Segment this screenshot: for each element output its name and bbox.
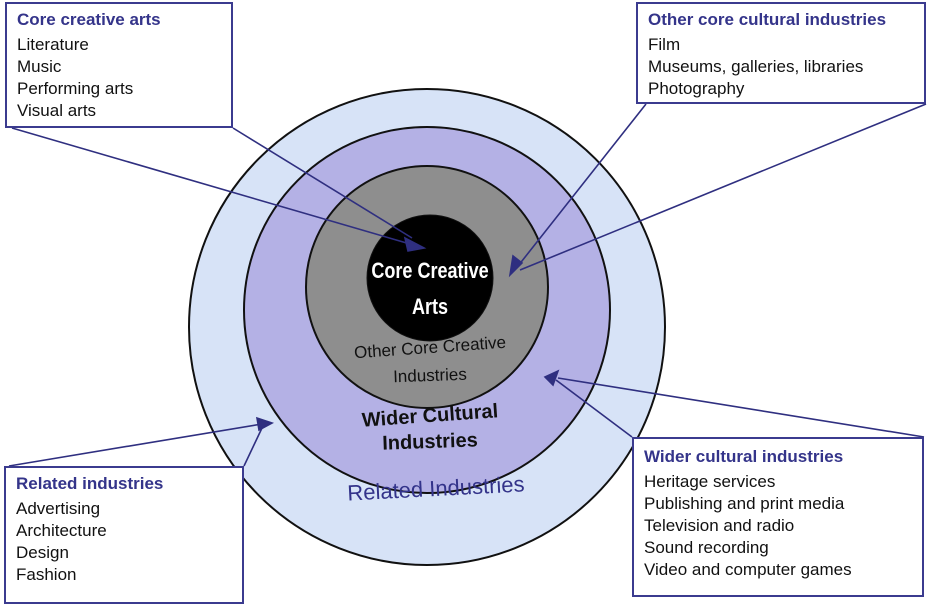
connector-wider-cultural-2 — [557, 377, 925, 438]
core-creative-arts-box: Core creative arts Literature Music Perf… — [5, 2, 233, 128]
related-industries-list: Advertising Architecture Design Fashion — [16, 498, 242, 586]
connector-other-core-cultural — [517, 103, 647, 267]
list-item: Advertising — [16, 499, 101, 518]
list-item: Publishing and print media — [644, 494, 845, 513]
list-item: Television and radio — [644, 516, 795, 535]
list-item: Museums, galleries, libraries — [648, 57, 864, 76]
connector-core-creative-arts-arrow — [403, 236, 427, 252]
connector-core-creative-arts-2 — [232, 127, 413, 239]
list-item: Photography — [648, 79, 745, 98]
connector-other-core-cultural-2 — [519, 103, 927, 271]
list-item: Film — [648, 35, 681, 54]
wider-cultural-industries-list: Heritage services Publishing and print m… — [644, 471, 922, 581]
connector-related-industries-arrow — [255, 416, 275, 432]
list-item: Video and computer games — [644, 560, 852, 579]
other-core-cultural-industries-box: Other core cultural industries Film Muse… — [636, 2, 926, 104]
other-core-cultural-industries-title: Other core cultural industries — [648, 10, 887, 29]
wider-cultural-industries-title: Wider cultural industries — [644, 447, 844, 466]
list-item: Sound recording — [644, 538, 769, 557]
related-industries-box: Related industries Advertising Architect… — [4, 466, 244, 604]
other-core-creative-industries-label-line2: Industries — [393, 365, 467, 387]
core-creative-arts-label-line1: Core Creative — [371, 259, 488, 283]
connector-related-industries-2 — [243, 427, 263, 467]
list-item: Design — [16, 543, 69, 562]
core-creative-arts-label-line2: Arts — [412, 295, 448, 319]
connector-wider-cultural-arrow — [543, 369, 560, 387]
core-creative-arts-list: Literature Music Performing arts Visual … — [17, 34, 231, 122]
list-item: Fashion — [16, 565, 77, 584]
list-item: Literature — [17, 35, 89, 54]
list-item: Performing arts — [17, 79, 134, 98]
wider-cultural-industries-label-line2: Industries — [382, 429, 478, 454]
related-industries-title: Related industries — [16, 474, 164, 493]
list-item: Architecture — [16, 521, 107, 540]
core-creative-arts-title: Core creative arts — [17, 10, 161, 29]
connector-wider-cultural — [555, 379, 633, 438]
wider-cultural-industries-box: Wider cultural industries Heritage servi… — [632, 437, 924, 597]
connector-other-core-cultural-arrow — [508, 254, 524, 278]
list-item: Heritage services — [644, 472, 776, 491]
list-item: Visual arts — [17, 101, 97, 120]
list-item: Music — [17, 57, 62, 76]
other-core-cultural-industries-list: Film Museums, galleries, libraries Photo… — [648, 34, 924, 100]
connector-core-creative-arts — [11, 127, 411, 245]
connector-related-industries — [8, 423, 263, 467]
core-creative-arts-circle — [366, 214, 494, 342]
